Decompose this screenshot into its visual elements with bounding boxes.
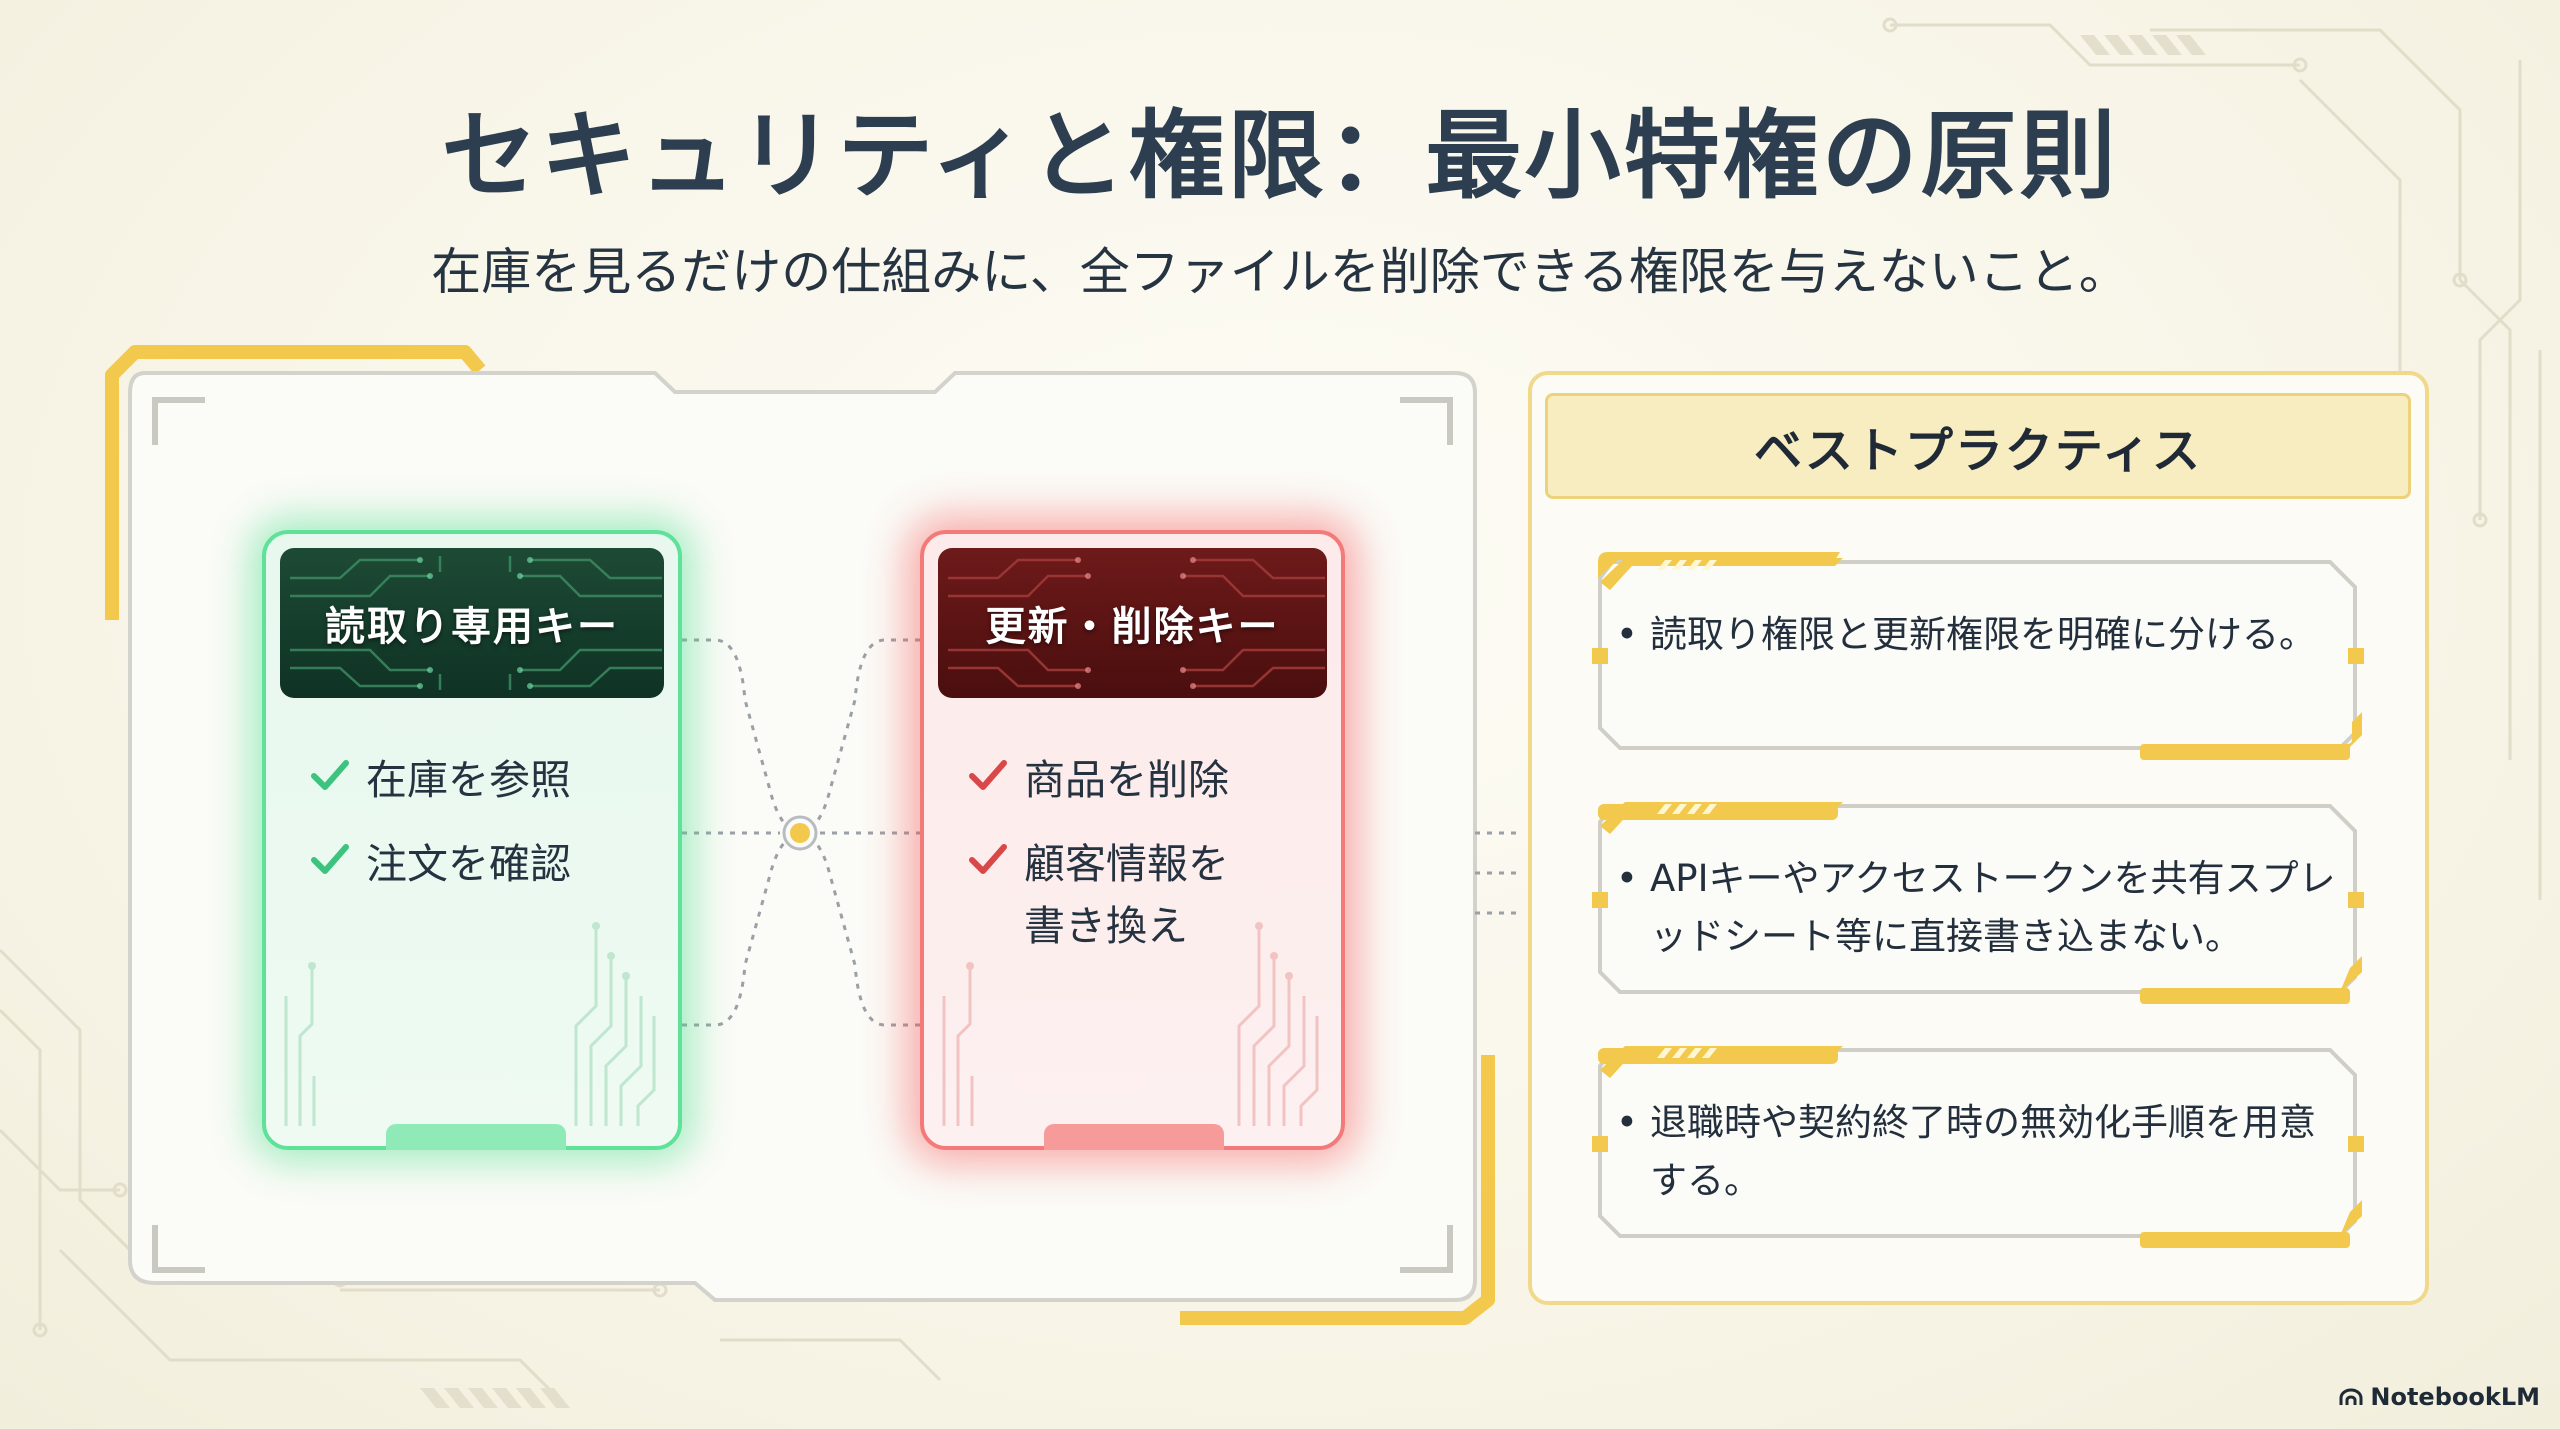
best-practice-item: • APIキーやアクセストークンを共有スプレッドシート等に直接書き込まない。 — [1616, 850, 2340, 966]
check-icon — [311, 844, 349, 874]
bullet-icon: • — [1616, 613, 1638, 656]
circuit-pattern-icon — [948, 557, 1325, 689]
update-delete-key-label: 更新・削除キー — [985, 604, 1280, 650]
list-item: 商品を削除 — [966, 749, 1321, 811]
update-delete-key-header: 更新・削除キー — [938, 548, 1327, 698]
brand-watermark: NotebookLM — [2338, 1383, 2540, 1411]
list-item: 顧客情報を 書き換え — [966, 833, 1321, 957]
card-tab — [386, 1124, 566, 1150]
best-practice-text: 読取り権限と更新権限を明確に分ける。 — [1650, 613, 2316, 656]
card-tab — [1044, 1124, 1224, 1150]
read-permission-text: 在庫を参照 — [366, 756, 571, 804]
update-delete-key-card: 更新・削除キー 商品を削除 顧客情報を 書き換え — [920, 530, 1345, 1150]
circuit-trace-icon — [942, 922, 1319, 1126]
page-title: セキュリティと権限：最小特権の原則 — [441, 100, 2119, 212]
write-permission-text: 商品を削除 — [1024, 756, 1229, 804]
best-practice-text: 退職時や契約終了時の無効化手順を用意する。 — [1650, 1101, 2316, 1202]
best-practice-text: APIキーやアクセストークンを共有スプレッドシート等に直接書き込まない。 — [1650, 857, 2336, 958]
bullet-icon: • — [1616, 857, 1638, 900]
best-practice-item: • 読取り権限と更新権限を明確に分ける。 — [1616, 606, 2340, 664]
check-icon — [969, 844, 1007, 874]
bullet-icon: • — [1616, 1101, 1638, 1144]
read-only-key-label: 読取り専用キー — [325, 604, 619, 650]
check-icon — [311, 760, 349, 790]
best-practices-title: ベストプラクティス — [1545, 393, 2411, 499]
read-only-key-header: 読取り専用キー — [280, 548, 664, 698]
check-icon — [969, 760, 1007, 790]
read-only-key-card: 読取り専用キー 在庫を参照 注文を確認 — [262, 530, 682, 1150]
list-item: 在庫を参照 — [308, 749, 658, 811]
notebooklm-logo-icon — [2339, 1388, 2363, 1405]
read-permission-text: 注文を確認 — [366, 840, 571, 888]
brand-name: NotebookLM — [2370, 1383, 2540, 1411]
circuit-trace-icon — [284, 922, 656, 1126]
write-permission-text: 顧客情報を 書き換え — [1024, 840, 1229, 950]
circuit-pattern-icon — [290, 556, 662, 690]
best-practice-item: • 退職時や契約終了時の無効化手順を用意する。 — [1616, 1094, 2340, 1210]
page-subtitle: 在庫を見るだけの仕組みに、全ファイルを削除できる権限を与えないこと。 — [431, 243, 2129, 301]
list-item: 注文を確認 — [308, 833, 658, 895]
